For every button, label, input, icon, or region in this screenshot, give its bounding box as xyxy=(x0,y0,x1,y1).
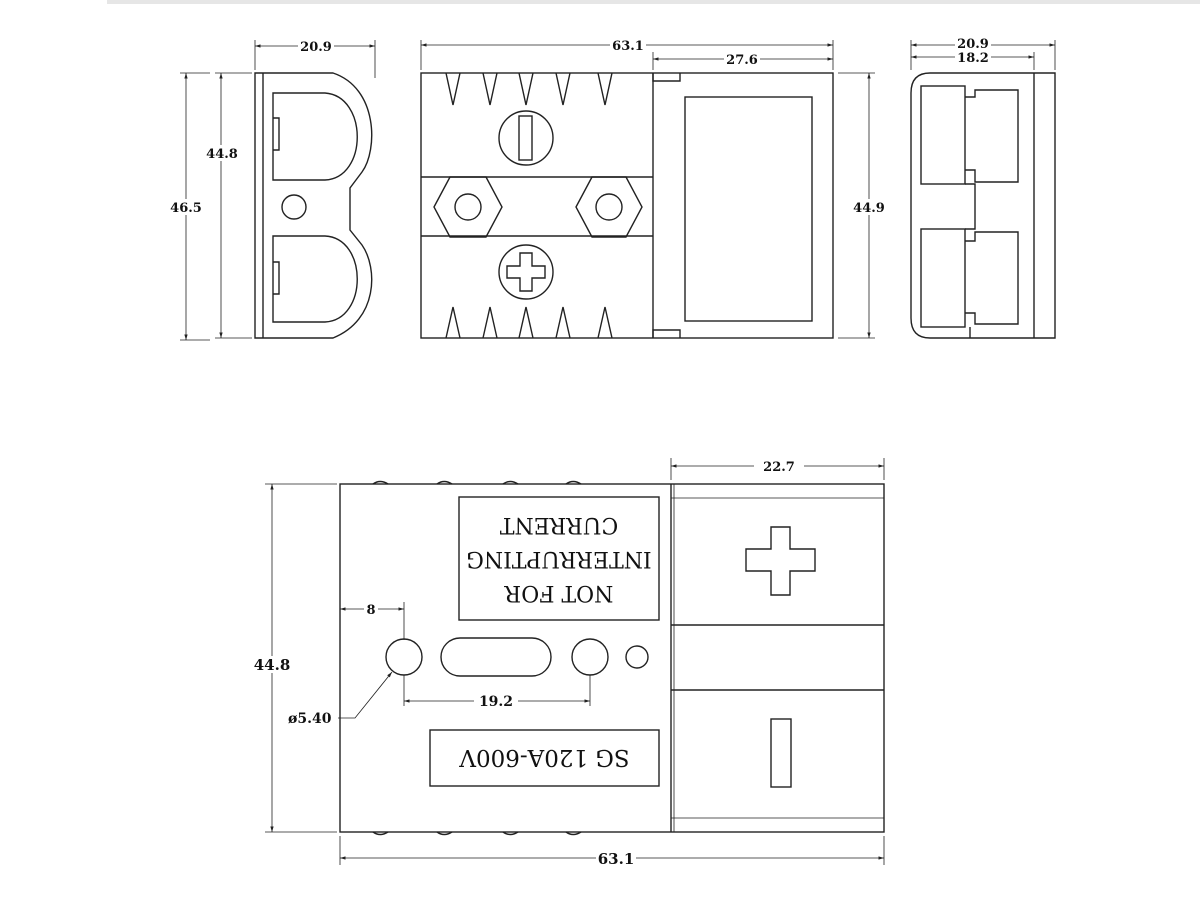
dim-hole-diameter: ø5.40 xyxy=(288,711,332,727)
dim-right-inner-width: 18.2 xyxy=(957,51,989,66)
dim-left-outer-height: 46.5 xyxy=(170,201,202,216)
dim-right-outer-width: 20.9 xyxy=(957,37,989,52)
warning-label-line-3: CURRENT xyxy=(499,512,618,537)
right-end-view xyxy=(910,40,1056,339)
plus-cross-icon xyxy=(745,526,816,596)
minus-slot-icon xyxy=(518,115,533,161)
front-view xyxy=(420,40,875,339)
dim-bottom-height: 44.8 xyxy=(254,656,291,674)
dim-hole-spacing: 19.2 xyxy=(479,694,513,710)
rating-label: SG 120A-600V xyxy=(459,744,630,770)
warning-label: NOT FOR INTERRUPTING CURRENT xyxy=(466,512,651,605)
dim-front-overall-width: 63.1 xyxy=(612,39,644,54)
rating-label-text: SG 120A-600V xyxy=(459,744,630,770)
page-top-strip xyxy=(107,0,1200,4)
dim-front-housing-width: 27.6 xyxy=(726,53,758,68)
minus-slot-icon xyxy=(770,718,792,788)
plus-cross-icon xyxy=(506,252,546,292)
dim-left-inner-height: 44.8 xyxy=(206,147,238,162)
dim-hole-offset: 8 xyxy=(366,603,375,618)
dim-front-height: 44.9 xyxy=(853,201,885,216)
warning-label-line-2: INTERRUPTING xyxy=(466,546,651,571)
warning-label-line-1: NOT FOR xyxy=(503,580,613,605)
dim-left-width: 20.9 xyxy=(300,40,332,55)
left-end-view xyxy=(180,40,376,341)
dim-bottom-housing-width: 22.7 xyxy=(763,460,795,475)
dim-bottom-overall-width: 63.1 xyxy=(598,850,635,868)
